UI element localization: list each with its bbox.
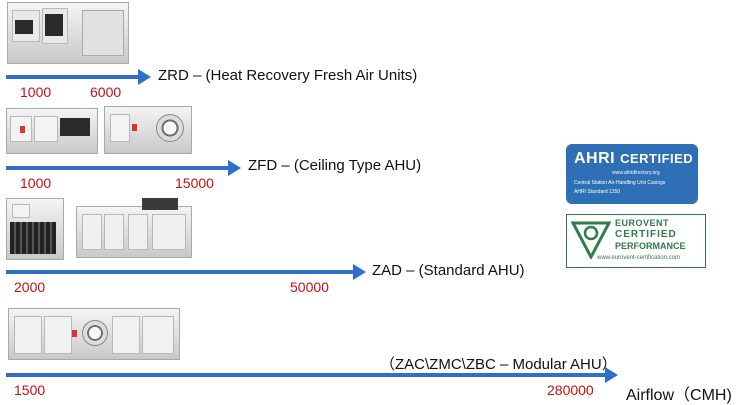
zfd-max-airflow: 15000 bbox=[175, 175, 214, 191]
eurovent-line1: EUROVENT bbox=[615, 218, 670, 228]
ahri-line2: AHRI Standard 1350 bbox=[574, 189, 621, 195]
ahri-logo-text: AHRI bbox=[574, 150, 616, 167]
zrd-label: ZRD – (Heat Recovery Fresh Air Units) bbox=[158, 67, 418, 84]
zrd-min-airflow: 1000 bbox=[20, 84, 52, 100]
ahri-certified-badge: AHRI CERTIFIED www.ahridirectory.org Cen… bbox=[566, 144, 698, 204]
airflow-axis-label: Airflow（CMH) bbox=[626, 387, 732, 404]
eurovent-line2: CERTIFIED bbox=[615, 229, 677, 240]
ahri-line1: Central Station Air-Handling Unit Casing… bbox=[574, 180, 666, 186]
modular-min-airflow: 1500 bbox=[14, 382, 46, 398]
eurovent-url: www.eurovent-certification.com bbox=[597, 255, 681, 261]
eurovent-certified-badge: EUROVENT CERTIFIED PERFORMANCE www.eurov… bbox=[566, 214, 706, 268]
zad-airflow-arrow bbox=[6, 264, 366, 280]
eurovent-triangle-icon bbox=[571, 221, 611, 259]
ahri-url: www.ahridirectory.org bbox=[612, 170, 660, 176]
zrd-airflow-arrow bbox=[6, 69, 151, 85]
zfd-airflow-arrow bbox=[6, 160, 241, 176]
zad-min-airflow: 2000 bbox=[14, 279, 46, 295]
modular-airflow-arrow bbox=[6, 367, 618, 383]
ahri-certified-text: CERTIFIED bbox=[620, 151, 694, 166]
zrd-max-airflow: 6000 bbox=[90, 84, 122, 100]
modular-label: （ZAC\ZMC\ZBC – Modular AHU） bbox=[380, 356, 617, 373]
zfd-label: ZFD – (Ceiling Type AHU) bbox=[248, 157, 422, 174]
eurovent-line3: PERFORMANCE bbox=[615, 241, 686, 251]
zad-label: ZAD – (Standard AHU) bbox=[372, 262, 525, 279]
zad-max-airflow: 50000 bbox=[290, 279, 329, 295]
zfd-min-airflow: 1000 bbox=[20, 175, 52, 191]
modular-max-airflow: 280000 bbox=[547, 382, 594, 398]
